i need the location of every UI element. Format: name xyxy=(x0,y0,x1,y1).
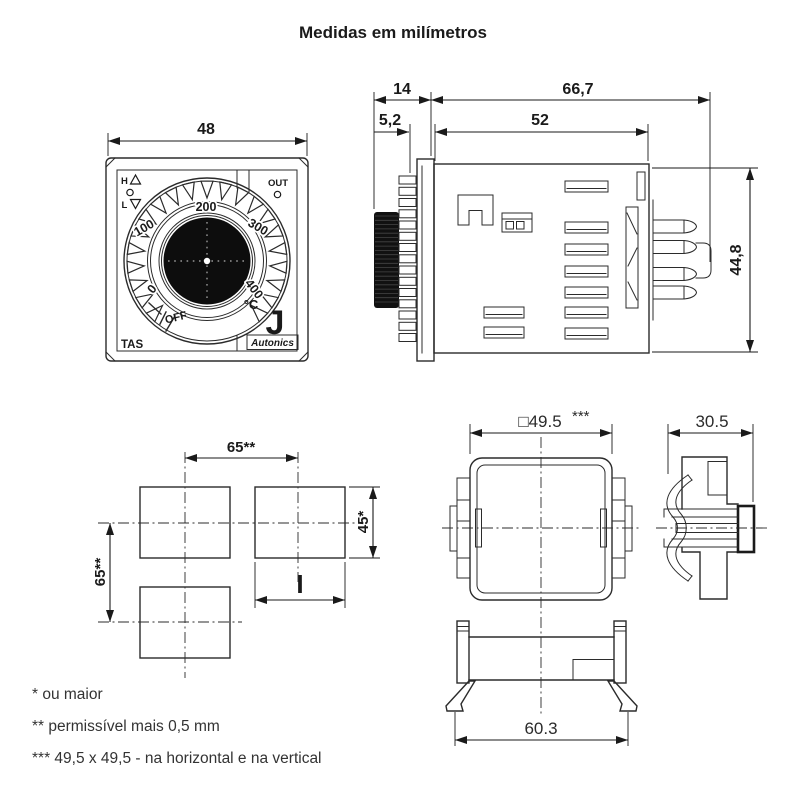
socket-depth-dimension: 30.5 xyxy=(695,412,728,431)
brand-logo-box xyxy=(246,334,299,350)
controller-side-view: 14 66,7 5,2 52 44,8 xyxy=(373,81,758,362)
mount-hook-detail xyxy=(457,194,494,226)
socket-bracket-view: 60.3 xyxy=(445,620,638,746)
knob-knurling xyxy=(375,215,398,303)
center-post xyxy=(695,242,712,279)
footnote-3: *** 49,5 x 49,5 - na horizontal e na ver… xyxy=(32,750,322,767)
cutout-width-marker: I xyxy=(296,569,303,599)
sensor-type-label: J xyxy=(266,304,285,342)
cutout-h-spacing-dimension: 65** xyxy=(227,439,256,456)
out-led-icon xyxy=(273,190,282,199)
bezel-ribs xyxy=(398,175,417,342)
cutout-v-spacing-dimension: 65** xyxy=(92,558,109,587)
knob-outer-ring xyxy=(158,212,256,310)
panel-cutout-diagram: 65** 65** 45* I xyxy=(92,439,380,678)
bracket-post xyxy=(613,620,627,684)
controller-front-view: 48 0 100 200 300 400 xyxy=(105,121,309,362)
bracket-post xyxy=(456,620,470,684)
out-indicator-label: OUT xyxy=(268,178,288,189)
bezel-depth-dimension: 5,2 xyxy=(379,112,401,129)
hl-led-icon xyxy=(126,188,134,197)
bracket-leg xyxy=(445,680,477,712)
knob-depth-dimension: 14 xyxy=(393,81,411,98)
front-bezel xyxy=(105,157,309,362)
socket-size-dimension: □49.5 xyxy=(518,412,561,431)
off-slash xyxy=(159,311,167,325)
model-label: TAS xyxy=(121,339,143,351)
case-depth-dimension: 52 xyxy=(531,112,549,129)
high-indicator-label: H xyxy=(121,176,128,187)
cutout-hole xyxy=(254,486,346,559)
latch-detail xyxy=(625,206,639,309)
triangle-down-icon xyxy=(129,198,142,210)
footnote-1: * ou maior xyxy=(32,686,103,703)
knob-center-dot xyxy=(203,257,211,265)
contact-block xyxy=(736,504,756,554)
component-detail xyxy=(501,212,533,233)
dial-outer-ring xyxy=(123,177,291,345)
off-label: OFF xyxy=(164,309,189,326)
footnotes: * ou maior ** permissível mais 0,5 mm **… xyxy=(32,686,322,767)
bracket-detail xyxy=(572,659,615,681)
low-indicator-label: L xyxy=(122,200,128,211)
height-dimension: 44,8 xyxy=(728,244,745,275)
footnote-2: ** permissível mais 0,5 mm xyxy=(32,718,220,735)
front-panel xyxy=(116,169,298,352)
scale-label-200: 200 xyxy=(196,200,217,214)
dimension-arrows xyxy=(106,96,754,744)
brand-logo: Autonics xyxy=(250,338,294,349)
dial-tick-marks xyxy=(126,180,288,323)
socket-side-view: 30.5 xyxy=(656,412,768,600)
connector-pins xyxy=(652,219,698,300)
front-width-dimension: 48 xyxy=(197,121,215,138)
side-knob xyxy=(374,212,399,308)
bracket-leg xyxy=(606,680,638,712)
cutout-height-dimension: 45* xyxy=(355,511,372,534)
page-title: Medidas em milímetros xyxy=(299,23,487,42)
ventilation-slots xyxy=(483,180,609,340)
socket-size-suffix: *** xyxy=(572,408,590,425)
unit-label: °C xyxy=(244,297,259,312)
case-body xyxy=(433,163,650,354)
bracket-width-dimension: 60.3 xyxy=(524,719,557,738)
socket-front-view: □49.5 *** xyxy=(442,408,640,714)
off-detent-mark xyxy=(165,315,176,332)
socket-side-body xyxy=(681,456,739,600)
triangle-up-icon xyxy=(129,173,142,185)
front-plate xyxy=(416,158,435,362)
total-depth-dimension: 66,7 xyxy=(562,81,593,98)
